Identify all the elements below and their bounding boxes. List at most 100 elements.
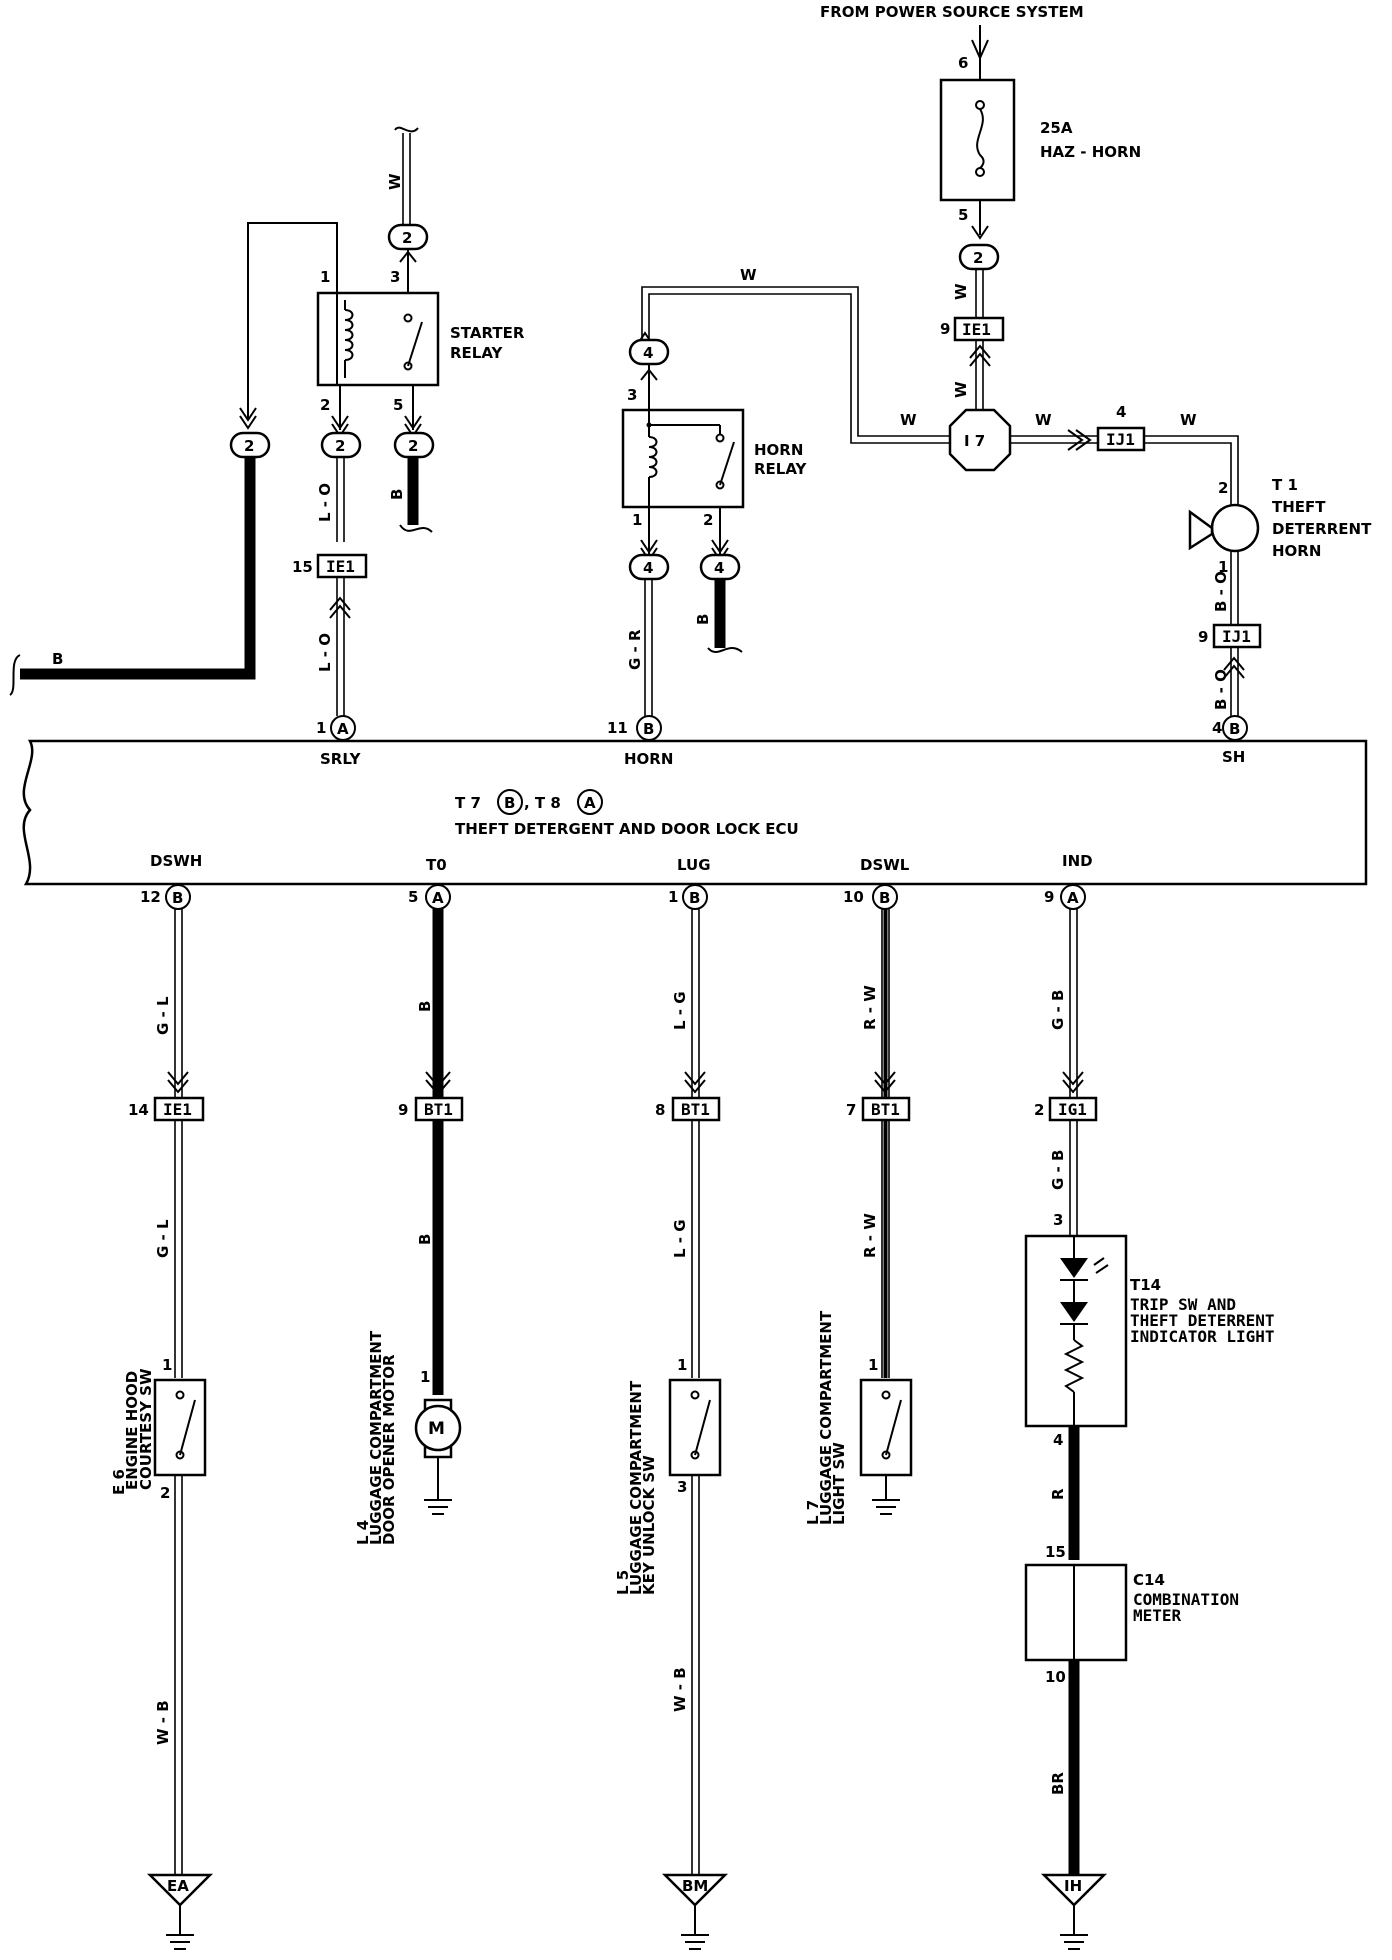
connector-4-horn-pin2: 4 (699, 553, 741, 581)
svg-text:B - O: B - O (1212, 571, 1230, 612)
svg-text:L - G: L - G (671, 1219, 689, 1258)
ecu-box (22, 739, 1368, 886)
svg-text:B - O: B - O (1212, 669, 1230, 710)
wire-horn-relay-1 (640, 507, 658, 562)
svg-text:HORN: HORN (624, 750, 673, 768)
svg-text:I 7: I 7 (964, 432, 985, 450)
wire-w-junction-horn-relay: W W (641, 266, 950, 444)
svg-text:L - O: L - O (316, 633, 334, 672)
svg-text:METER: METER (1133, 1606, 1182, 1625)
svg-text:LUGGAGE COMPARTMENT: LUGGAGE COMPARTMENT (817, 1310, 835, 1525)
wire-starter-5 (404, 385, 422, 438)
svg-text:M: M (428, 1419, 445, 1439)
svg-text:3: 3 (1053, 1211, 1063, 1229)
svg-text:4: 4 (643, 559, 653, 577)
svg-text:LIGHT SW: LIGHT SW (830, 1442, 848, 1525)
fuse-25a-haz-horn: 6 25A HAZ - HORN 5 (939, 25, 1141, 240)
svg-text:INDICATOR LIGHT: INDICATOR LIGHT (1130, 1327, 1275, 1346)
svg-text:4: 4 (1212, 719, 1222, 737)
svg-text:2: 2 (408, 437, 418, 455)
svg-text:E 6: E 6 (110, 1469, 128, 1495)
connector-ie1-dswh: 14 IE1 (128, 1096, 205, 1122)
connector-bt1-t0: 9 BT1 (398, 1096, 464, 1122)
svg-text:W: W (386, 173, 404, 190)
ecu-terminal-lug: LUG 1 B (668, 856, 711, 910)
connector-2-starter-top: 2 (387, 223, 429, 251)
horn-relay: 3 HORN RELAY 1 2 (621, 364, 808, 529)
svg-text:LUGGAGE COMPARTMENT: LUGGAGE COMPARTMENT (627, 1380, 645, 1595)
svg-text:7: 7 (846, 1101, 856, 1119)
svg-text:IE1: IE1 (326, 557, 355, 576)
svg-text:COMBINATION: COMBINATION (1133, 1590, 1239, 1609)
svg-text:5: 5 (958, 206, 968, 224)
svg-text:C14: C14 (1133, 1571, 1165, 1589)
svg-text:A: A (1067, 889, 1079, 907)
svg-text:STARTER: STARTER (450, 324, 525, 342)
wire-gr: G - R (626, 579, 653, 716)
wire-lg-top: L - G (671, 909, 706, 1098)
svg-text:BR: BR (1049, 1772, 1067, 1795)
wire-w-top-starter: W (386, 126, 419, 225)
wire-w-fuse-ie1: W (952, 269, 984, 318)
ecu-terminal-srly: 1 A SRLY (316, 715, 362, 768)
svg-text:2: 2 (244, 437, 254, 455)
svg-text:12: 12 (140, 888, 161, 906)
svg-text:1: 1 (1218, 558, 1228, 576)
indicator-light-t14: 3 T14 TRIP SW AND THEFT DETERRENT INDICA… (1024, 1211, 1275, 1449)
svg-text:9: 9 (1044, 888, 1054, 906)
wire-lo-bottom: L - O (316, 577, 351, 716)
svg-text:LUG: LUG (677, 856, 711, 874)
connector-ij1-top: 4 IJ1 (1096, 403, 1146, 452)
starter-relay: 3 1 STARTER RELAY 2 5 (316, 249, 525, 414)
combination-meter-c14: 15 C14 COMBINATION METER 10 (1024, 1543, 1239, 1686)
svg-text:R: R (1049, 1488, 1067, 1500)
wire-bo-ij1-ecu: B - O (1212, 647, 1245, 718)
svg-text:IND: IND (1062, 852, 1093, 870)
svg-text:EA: EA (167, 1877, 189, 1895)
svg-text:5: 5 (393, 396, 403, 414)
svg-text:W: W (740, 266, 757, 284)
svg-text:T 1: T 1 (1272, 476, 1298, 494)
wire-b-t0-bottom: B (416, 1120, 444, 1395)
svg-text:SRLY: SRLY (320, 750, 362, 768)
svg-text:G - R: G - R (626, 629, 644, 670)
svg-text:IJ1: IJ1 (1106, 430, 1135, 449)
ecu-terminal-sh: 4 B SH (1212, 715, 1248, 766)
wire-b-horn-2: B (694, 579, 743, 653)
svg-text:2: 2 (1218, 479, 1228, 497)
svg-text:HORN: HORN (1272, 542, 1321, 560)
wire-gb-bottom: G - B (1049, 1120, 1078, 1236)
svg-text:A: A (432, 889, 444, 907)
svg-text:1: 1 (632, 511, 642, 529)
connector-ij1-bottom: 9 IJ1 (1198, 623, 1262, 649)
svg-text:B: B (694, 614, 712, 625)
svg-text:14: 14 (128, 1101, 149, 1119)
ecu-terminal-dswl: DSWL 10 B (843, 856, 910, 910)
ground-ea: EA (146, 1873, 214, 1950)
svg-text:T 7: T 7 (455, 794, 481, 812)
wire-starter-loop (239, 222, 338, 430)
wire-w-junction-ij1: W (1010, 411, 1098, 451)
svg-text:THEFT DETERRENT: THEFT DETERRENT (1130, 1311, 1275, 1330)
wire-rw-top: R - W (861, 909, 896, 1098)
wire-wb-ea: W - B (154, 1475, 183, 1875)
svg-text:G - B: G - B (1049, 1150, 1067, 1190)
svg-text:T0: T0 (426, 856, 447, 874)
svg-text:B: B (416, 1001, 434, 1012)
svg-text:9: 9 (940, 320, 950, 338)
svg-text:1: 1 (316, 719, 326, 737)
svg-text:A: A (584, 794, 596, 812)
wire-w-ij1-horn: W (1144, 411, 1239, 505)
svg-text:8: 8 (655, 1101, 665, 1119)
wire-gl-top: G - L (154, 909, 189, 1098)
svg-text:1: 1 (868, 1356, 878, 1374)
svg-text:10: 10 (1045, 1668, 1066, 1686)
wire-lg-bottom: L - G (671, 1120, 700, 1378)
wire-gl-bottom: G - L (154, 1120, 183, 1378)
svg-text:2: 2 (160, 1484, 170, 1502)
svg-text:B: B (643, 720, 654, 738)
svg-text:2: 2 (703, 511, 713, 529)
connector-ie1-top: 9 IE1 (940, 316, 1005, 342)
ecu-terminal-dswh: DSWH 12 B (140, 852, 202, 910)
